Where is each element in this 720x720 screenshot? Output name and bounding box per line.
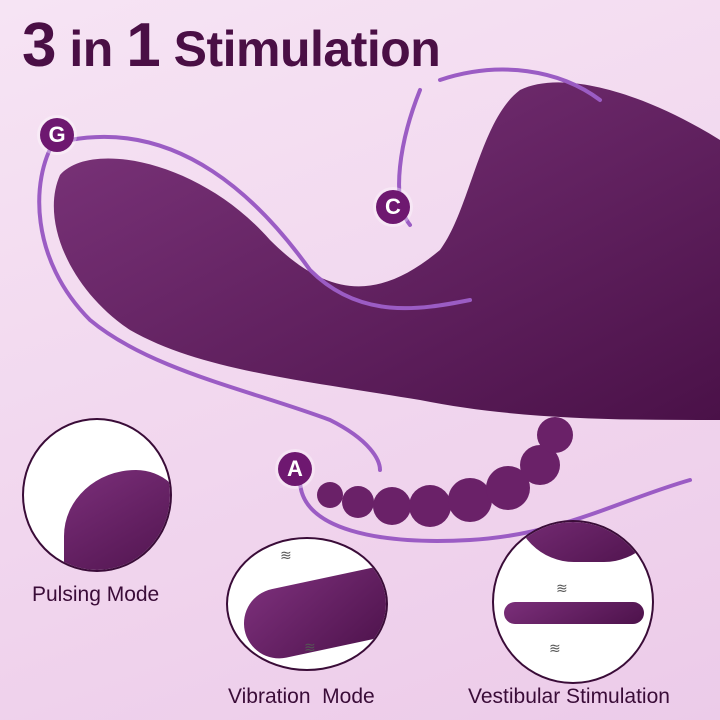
- pulsing-shape: [64, 470, 170, 570]
- vibration-wave-icon: ≋: [549, 640, 561, 656]
- vibration-mode-bubble: ≋ ≋: [226, 537, 388, 671]
- marker-a-label: A: [287, 456, 303, 481]
- marker-c-label: C: [385, 194, 401, 219]
- marker-g: G: [40, 118, 74, 152]
- marker-a: A: [278, 452, 312, 486]
- vibration-wave-icon: ≋: [280, 547, 292, 563]
- marker-g-label: G: [48, 122, 66, 147]
- vestibular-bead-chain: [504, 602, 644, 624]
- pulsing-mode-bubble: [22, 418, 172, 572]
- vibration-wave-icon: ≋: [304, 639, 316, 655]
- page-title: 3 in 1 Stimulation: [22, 10, 441, 81]
- title-word-stimulation: Stimulation: [173, 21, 441, 77]
- vestibular-shape: [514, 522, 652, 562]
- vibration-wave-icon: ≋: [556, 580, 568, 596]
- title-number-3: 3: [22, 11, 56, 80]
- marker-c: C: [376, 190, 410, 224]
- vestibular-stimulation-caption: Vestibular Stimulation: [468, 685, 670, 708]
- vibration-mode-caption: Vibration Mode: [228, 685, 375, 708]
- title-number-1: 1: [126, 11, 161, 80]
- vestibular-stimulation-bubble: ≋ ≋: [492, 520, 654, 684]
- pulsing-mode-caption: Pulsing Mode: [32, 583, 160, 606]
- title-word-in: in: [69, 21, 113, 77]
